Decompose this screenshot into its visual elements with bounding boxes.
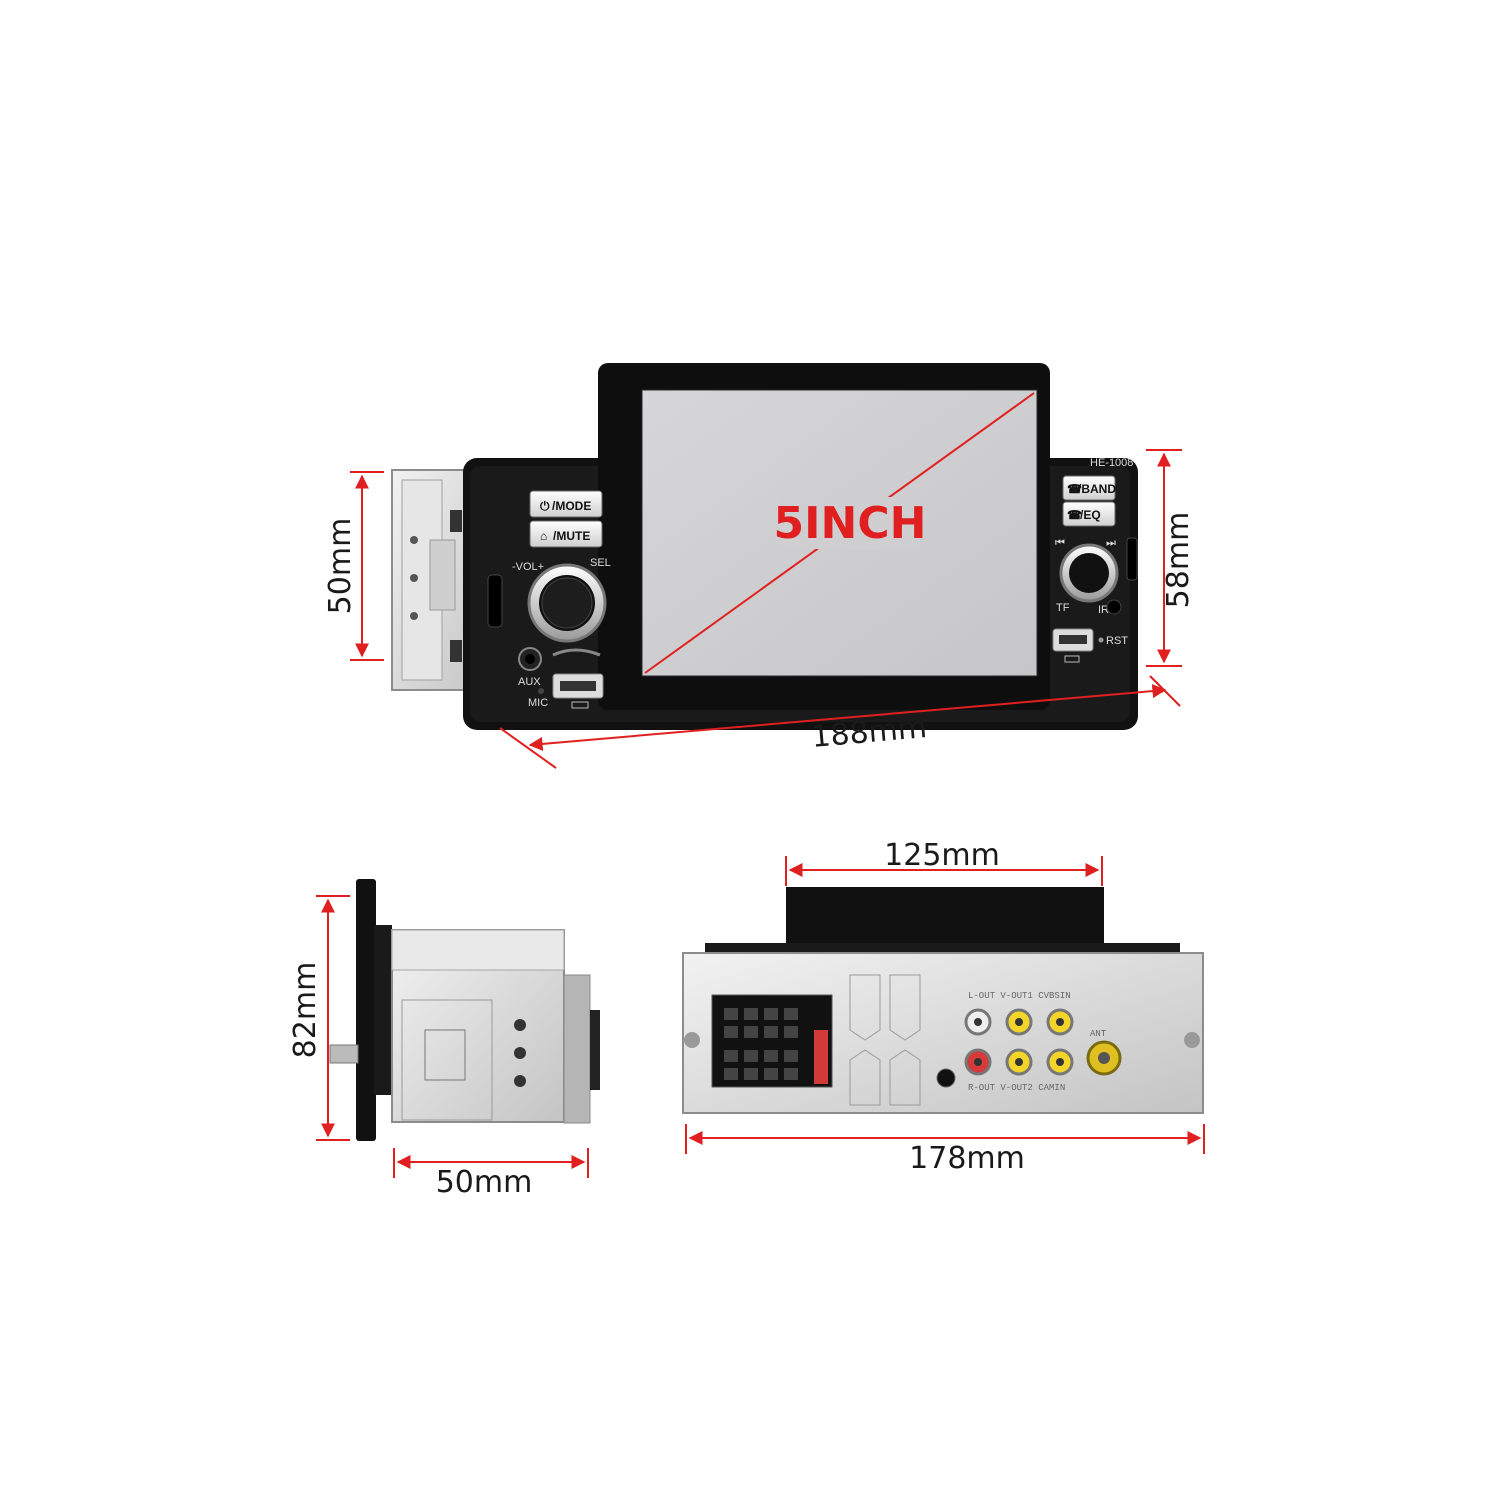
vol-label: -VOL+ <box>512 561 544 573</box>
front-height-label: 50mm <box>323 518 358 615</box>
rear-bottom-row-label: R-OUT V-OUT2 CAMIN <box>968 1083 1065 1093</box>
power-icon: ⏻ <box>540 499 550 513</box>
ir-sensor <box>1106 599 1122 615</box>
phone-answer-icon: ☎ <box>1067 482 1082 496</box>
eq-button-label: /EQ <box>1080 508 1101 522</box>
dimension-side-height: 82mm <box>288 895 350 1141</box>
left-control-panel: ⏻ /MODE ⌂ /MUTE -VOL+ SEL AUX MIC <box>512 490 611 709</box>
tf-label: TF <box>1056 602 1070 614</box>
dimension-rear-width: 178mm <box>685 1124 1205 1176</box>
prev-track-icon: ⏮ <box>1055 537 1065 549</box>
side-height-label: 82mm <box>288 962 323 1059</box>
aux-label: AUX <box>518 676 541 688</box>
mic-label: MIC <box>528 697 548 709</box>
model-number: HE-1008 <box>1090 457 1133 469</box>
rear-vent-pattern <box>849 974 921 1106</box>
eq-button[interactable] <box>1062 501 1116 527</box>
dimension-front-height-screen: 58mm <box>1146 449 1196 667</box>
sel-label: SEL <box>590 557 611 569</box>
right-control-panel: HE-1008 ☎ /BAND ☎ /EQ ⏮ ⏭ TF IR RST <box>1052 457 1138 663</box>
fuse <box>814 1030 828 1084</box>
home-icon: ⌂ <box>540 529 547 543</box>
side-antenna-stub <box>329 1044 359 1064</box>
band-button[interactable] <box>1062 475 1116 501</box>
band-button-label: /BAND <box>1078 482 1116 496</box>
rear-view: L-OUT V-OUT1 CVBSIN R-OUT V-OUT2 CAMIN A… <box>682 838 1205 1176</box>
tf-card-slot[interactable] <box>552 648 601 657</box>
mic-hole <box>538 688 544 694</box>
usb-icon-right <box>1064 655 1080 663</box>
rear-screen-width-label: 125mm <box>884 838 1000 873</box>
right-side-slot <box>1126 537 1138 581</box>
rear-top-row-label: L-OUT V-OUT1 CVBSIN <box>968 991 1071 1001</box>
left-side-slot <box>487 574 503 628</box>
ir-label: IR <box>1098 604 1109 616</box>
front-height-screen-label: 58mm <box>1161 512 1196 609</box>
mute-button[interactable] <box>529 520 603 548</box>
rear-screen-top <box>786 887 1104 947</box>
phone-hangup-icon: ☎ <box>1067 508 1082 522</box>
side-view: 82mm 50mm <box>288 879 600 1200</box>
mic-input-jack[interactable] <box>936 1068 956 1088</box>
side-depth-label: 50mm <box>436 1165 533 1200</box>
screen-size-label: 5INCH <box>774 498 927 549</box>
dimension-rear-screen-width: 125mm <box>785 838 1103 886</box>
rst-label: RST <box>1106 635 1128 647</box>
rear-width-label: 178mm <box>909 1141 1025 1176</box>
mode-button-label: /MODE <box>552 499 591 513</box>
dimension-side-depth: 50mm <box>393 1148 589 1200</box>
next-track-icon: ⏭ <box>1106 537 1116 549</box>
side-front-panel <box>356 879 376 1141</box>
reset-hole[interactable] <box>1098 637 1104 643</box>
mode-button[interactable] <box>529 490 603 518</box>
mute-button-label: /MUTE <box>553 529 590 543</box>
front-view: 5INCH ⏻ /MODE ⌂ /MUTE -VOL+ SEL AUX MIC <box>323 363 1196 769</box>
dimension-front-height: 50mm <box>323 471 384 661</box>
ant-label: ANT <box>1090 1029 1107 1039</box>
